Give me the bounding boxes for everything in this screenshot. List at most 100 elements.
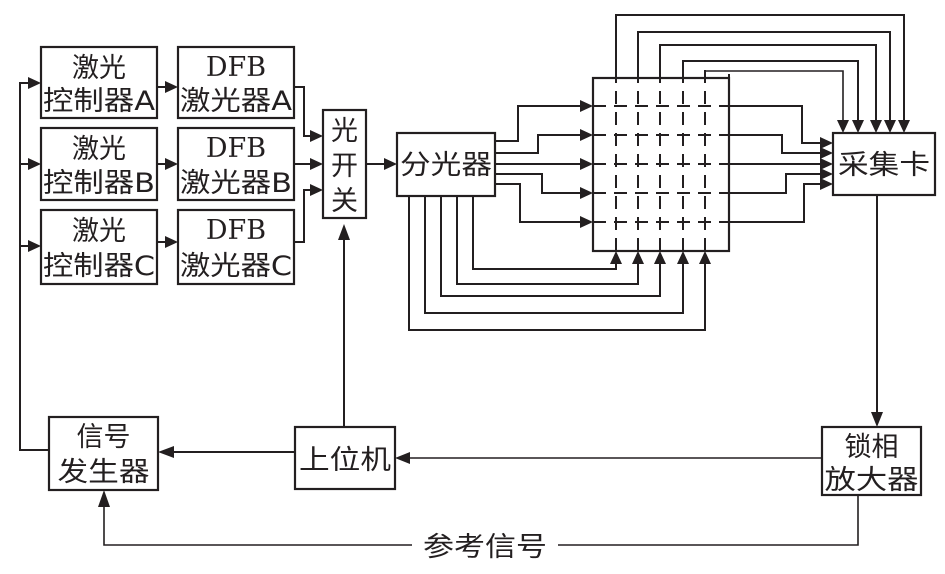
row-return-5 [729,183,823,223]
arrow-switch-in-c [310,184,323,196]
laser-to-switch-links [294,86,323,243]
row-feed-5 [495,183,582,223]
arrow-to-host [395,452,410,464]
dfb-laser-a[interactable]: DFB 激光器A [176,45,296,120]
column-return-3 [659,44,877,122]
arrow-row-3 [580,158,593,170]
arrow-to-generator [158,446,174,458]
splitter-row-feeds [495,100,593,228]
arrow-col-3 [654,251,666,264]
arrow-to-switch-control [338,224,350,240]
feed-line-a [19,82,49,451]
acquisition-card-label: 采集卡 [838,150,930,181]
arrow-card-side-5 [820,178,833,190]
arrow-to-lockin [871,412,883,427]
arrow-to-splitter [384,158,397,170]
signal-generator[interactable]: 信号 发生器 [47,415,160,492]
row-feed-1 [495,105,582,142]
splitter[interactable]: 分光器 [395,131,497,198]
controller-a-line2: 控制器A [43,86,156,117]
controller-feed-bus [19,77,49,451]
column-feed-3 [440,196,661,297]
arrow-row-5 [580,216,593,228]
column-feed-1 [472,196,617,270]
reference-signal-link: 参考信号 [98,490,859,563]
column-return-4 [682,60,859,122]
laser-b-line1: DFB [206,133,266,164]
laser-c-line1: DFB [206,215,266,246]
arrow-to-laser-c [165,236,178,248]
arrow-col-2 [632,251,644,264]
splitter-column-feeds [408,196,711,331]
controller-c-line2: 控制器C [43,251,155,282]
arrow-switch-in-a [310,130,323,142]
switch-char-1: 光 [331,116,358,147]
arrow-switch-in-b [310,158,323,170]
switch-char-2: 开 [331,151,358,182]
arrow-card-side-2 [820,147,833,159]
column-returns [615,14,910,133]
row-returns [729,105,833,223]
laser-controller-c[interactable]: 激光 控制器C [39,208,159,286]
acquisition-card[interactable]: 采集卡 [831,131,937,197]
grid-dashed-rows [593,105,760,223]
link-laser-a-switch [294,86,313,137]
laser-a-line2: 激光器A [180,86,293,117]
reference-line-left [103,506,412,546]
arrow-row-1 [580,100,593,112]
arrow-card-top-5 [837,120,849,133]
reference-line-right [558,495,859,546]
arrow-to-laser-a [165,81,178,93]
column-return-2 [637,31,891,122]
grid-dashed-columns [615,70,706,251]
arrow-to-controller-b [28,158,41,170]
optical-switch[interactable]: 光 开 关 [321,108,368,220]
controller-a-line1: 激光 [72,53,126,84]
arrow-row-2 [580,129,593,141]
arrow-col-5 [699,251,711,264]
arrow-card-top-1 [898,120,910,133]
row-return-2 [729,134,823,154]
controller-b-line1: 激光 [72,134,126,165]
laser-controller-a[interactable]: 激光 控制器A [39,45,159,120]
column-feed-2 [456,196,639,285]
row-feed-4 [495,173,582,194]
reference-signal-label: 参考信号 [423,532,547,563]
host-computer[interactable]: 上位机 [293,425,397,491]
arrow-card-top-4 [852,120,864,133]
arrow-to-controller-a [28,77,41,89]
link-laser-c-switch [294,189,313,243]
host-computer-label: 上位机 [299,445,391,476]
sensor-grid[interactable] [591,70,760,253]
generator-line1: 信号 [77,422,131,453]
column-return-1 [615,14,905,122]
lockin-line1: 锁相 [845,432,899,463]
row-return-1 [729,105,823,144]
laser-controller-b[interactable]: 激光 控制器B [39,126,159,202]
controller-to-laser-links [157,81,178,248]
arrow-card-top-3 [870,120,882,133]
arrow-card-side-1 [820,137,833,149]
dfb-laser-b[interactable]: DFB 激光器B [176,126,296,202]
arrow-row-4 [580,187,593,199]
arrow-card-top-2 [884,120,896,133]
arrow-col-4 [677,251,689,264]
laser-b-line2: 激光器B [180,168,292,199]
controller-b-line2: 控制器B [43,168,155,199]
laser-c-line2: 激光器C [180,251,292,282]
column-feed-5 [408,196,706,331]
lockin-line2: 放大器 [825,465,919,496]
laser-a-line1: DFB [206,52,266,83]
column-feed-4 [424,196,684,314]
dfb-laser-c[interactable]: DFB 激光器C [176,208,296,286]
lock-in-amplifier[interactable]: 锁相 放大器 [820,425,923,497]
arrow-reference-to-generator [98,490,110,507]
row-feed-2 [495,134,582,154]
column-return-5 [704,70,844,122]
controller-c-line1: 激光 [72,216,126,247]
row-return-4 [729,173,823,194]
arrow-to-controller-c [28,240,41,252]
arrow-col-1 [610,251,622,264]
